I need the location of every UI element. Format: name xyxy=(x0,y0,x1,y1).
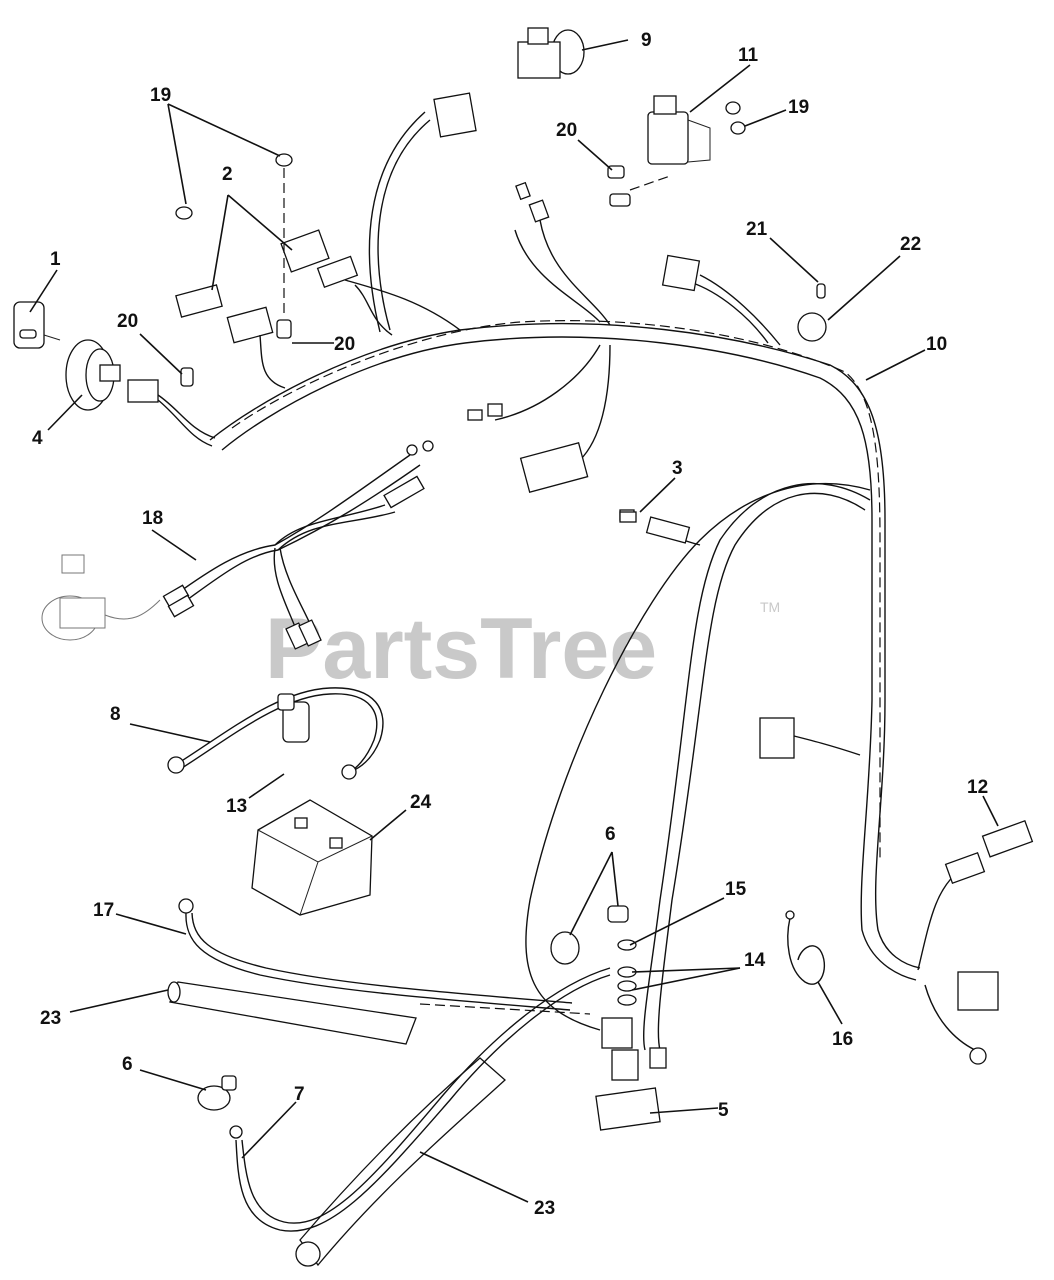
callout-15: 15 xyxy=(725,879,747,900)
callout-labels: 1 2 3 4 5 6 6 7 8 9 10 11 12 13 14 15 16… xyxy=(32,30,988,1219)
part-11-relay xyxy=(629,95,711,191)
callout-20-top: 20 xyxy=(556,120,577,141)
callout-6-lower: 6 xyxy=(122,1054,133,1075)
callout-9: 9 xyxy=(641,30,652,51)
part-4-switch xyxy=(65,339,216,447)
callout-7: 7 xyxy=(294,1084,305,1105)
part-16-tie-strap xyxy=(785,910,826,985)
callout-8: 8 xyxy=(110,704,121,725)
sub-harness xyxy=(41,440,434,650)
watermark: PartsTree xyxy=(265,601,657,697)
callout-20-middle: 20 xyxy=(334,334,355,355)
callout-20-left: 20 xyxy=(117,311,138,332)
callout-12: 12 xyxy=(967,777,988,798)
part-14-15-hardware xyxy=(617,939,637,1006)
callout-4: 4 xyxy=(32,428,43,449)
part-13-terminal-boot xyxy=(277,693,310,743)
callout-16: 16 xyxy=(832,1029,853,1050)
part-6-boots xyxy=(197,905,629,1111)
part-24-battery xyxy=(251,799,373,916)
part-12-fuse-holder xyxy=(981,819,1034,858)
part-5-solenoid xyxy=(595,1017,667,1131)
callout-19-right: 19 xyxy=(788,97,809,118)
callout-10: 10 xyxy=(926,334,947,355)
callout-23-bottom: 23 xyxy=(534,1198,555,1219)
callout-17: 17 xyxy=(93,900,114,921)
callout-11: 11 xyxy=(738,45,759,66)
callout-14: 14 xyxy=(744,950,766,971)
part-9-switch xyxy=(517,27,585,79)
callout-5: 5 xyxy=(718,1100,729,1121)
part-20-screws xyxy=(180,165,631,387)
part-7-cable xyxy=(229,967,611,1232)
callout-23-left: 23 xyxy=(40,1008,61,1029)
harness-connectors xyxy=(433,92,999,1065)
part-1-key xyxy=(13,301,61,349)
callout-18: 18 xyxy=(142,508,163,529)
leader-lines xyxy=(29,39,999,1203)
callout-3: 3 xyxy=(672,458,683,479)
watermark-tm: TM xyxy=(760,599,780,615)
callout-1: 1 xyxy=(50,249,61,270)
part-2-relays xyxy=(175,229,393,389)
part-3-fuse xyxy=(619,511,637,523)
part-23-tubing xyxy=(167,981,506,1267)
callout-2: 2 xyxy=(222,164,233,185)
callout-24: 24 xyxy=(410,792,432,813)
callout-13: 13 xyxy=(226,796,247,817)
callout-22: 22 xyxy=(900,234,921,255)
part-21-22-clips xyxy=(797,283,827,342)
part-8-battery-cable xyxy=(167,687,384,780)
callout-19-left: 19 xyxy=(150,85,171,106)
callout-6-upper: 6 xyxy=(605,824,616,845)
part-17-cable xyxy=(178,898,591,1015)
callout-21: 21 xyxy=(746,219,768,240)
